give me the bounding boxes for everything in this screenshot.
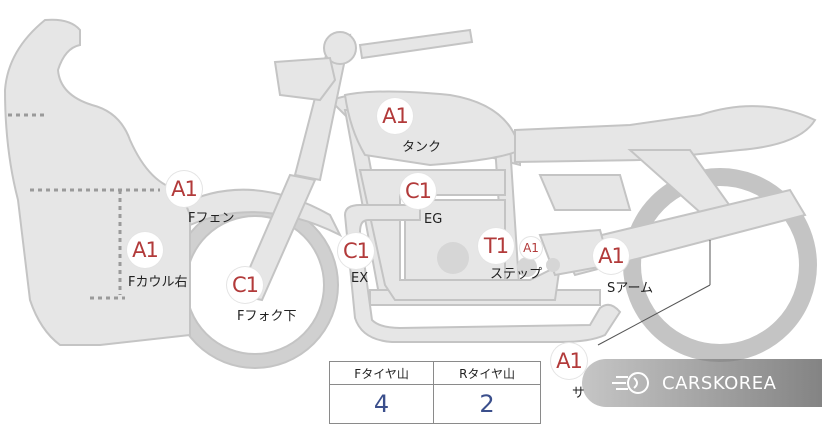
tank-label: タンク bbox=[402, 140, 442, 155]
front-cowl bbox=[3, 18, 191, 346]
engine bbox=[358, 169, 562, 301]
front-cowl-right-label: Fカウル右 bbox=[128, 275, 188, 290]
swing-arm-badge: A1 bbox=[593, 238, 629, 274]
front-fork-badge: C1 bbox=[227, 267, 263, 303]
watermark-text: CARSKOREA bbox=[662, 372, 777, 394]
exhaust-label: EX bbox=[351, 271, 369, 286]
step-label: ステップ bbox=[490, 267, 543, 282]
lower-right-badge: A1 bbox=[551, 343, 587, 379]
carskorea-logo-icon bbox=[612, 372, 649, 394]
exhaust-badge: C1 bbox=[338, 233, 374, 269]
rear-wheel bbox=[624, 169, 816, 361]
front-fork-label: Fフォク下 bbox=[237, 309, 297, 324]
exhaust bbox=[343, 204, 622, 343]
swing-arm-label: Sアーム bbox=[607, 281, 654, 296]
step-badge: T1 bbox=[478, 228, 514, 264]
rear-tire-value: 2 bbox=[433, 384, 541, 424]
front-fender-badge: A1 bbox=[166, 171, 202, 207]
tire-tread-table: Fタイヤ山 Rタイヤ山 4 2 bbox=[328, 361, 541, 424]
front-tire-header: Fタイヤ山 bbox=[328, 361, 435, 385]
engine-badge: C1 bbox=[400, 173, 436, 209]
seat bbox=[514, 105, 817, 164]
front-fender-label: Fフェン bbox=[188, 211, 235, 226]
carskorea-watermark: CARSKOREA bbox=[582, 359, 822, 407]
rear-tire-header: Rタイヤ山 bbox=[433, 361, 541, 385]
tank-badge: A1 bbox=[377, 98, 413, 134]
step-small-badge: A1 bbox=[520, 237, 542, 259]
front-tire-value: 4 bbox=[328, 384, 435, 424]
lower-right-label: サ bbox=[572, 386, 586, 401]
engine-label: EG bbox=[424, 212, 443, 227]
front-cowl-right-badge: A1 bbox=[127, 232, 163, 268]
